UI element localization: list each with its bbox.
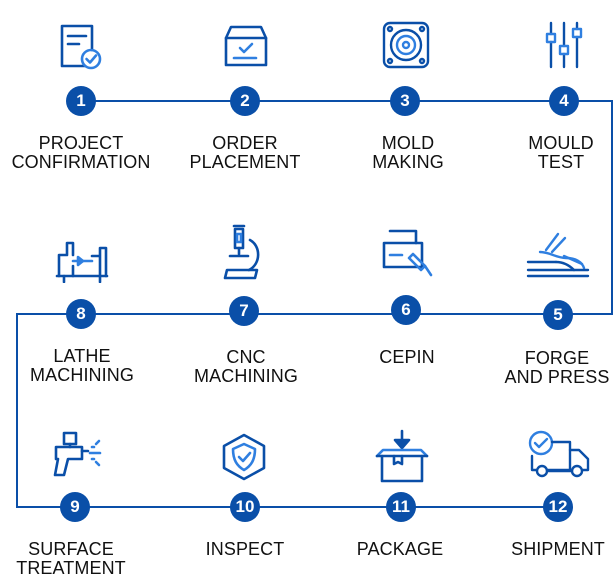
step-number: 1 [66, 86, 96, 116]
step-number: 12 [543, 492, 573, 522]
step-label: LATHE MACHINING [30, 346, 134, 385]
step-label: MOLD MAKING [372, 133, 444, 172]
step-number: 2 [230, 86, 260, 116]
step-number: 3 [390, 86, 420, 116]
microscope-icon [219, 224, 267, 282]
step-label: PACKAGE [356, 539, 444, 559]
step-label: PROJECT CONFIRMATION [11, 133, 151, 172]
step-number: 6 [391, 295, 421, 325]
step-label: INSPECT [205, 539, 285, 559]
step-label: CEPIN [379, 347, 435, 367]
step-number: 11 [386, 492, 416, 522]
step-number: 8 [66, 299, 96, 329]
package-arrow-icon [374, 428, 430, 484]
spray-gun-icon [50, 430, 102, 478]
step-label: CNC MACHINING [194, 347, 298, 386]
forge-press-icon [526, 230, 590, 278]
shield-check-icon [220, 433, 268, 481]
step-number: 4 [549, 86, 579, 116]
step-label: MOULD TEST [528, 133, 594, 172]
delivery-truck-icon [526, 430, 592, 480]
step-label: ORDER PLACEMENT [189, 133, 301, 172]
document-check-icon [55, 22, 105, 72]
mold-disc-icon [381, 20, 431, 70]
step-label: SHIPMENT [511, 539, 605, 559]
step-number: 7 [229, 296, 259, 326]
step-number: 5 [543, 300, 573, 330]
box-check-icon [222, 24, 270, 68]
step-label: FORGE AND PRESS [504, 348, 610, 387]
tester-device-icon [380, 229, 436, 279]
step-label: SURFACE TREATMENT [16, 539, 126, 578]
step-number: 10 [230, 492, 260, 522]
lathe-icon [54, 239, 110, 283]
step-number: 9 [60, 492, 90, 522]
sliders-icon [544, 20, 584, 70]
